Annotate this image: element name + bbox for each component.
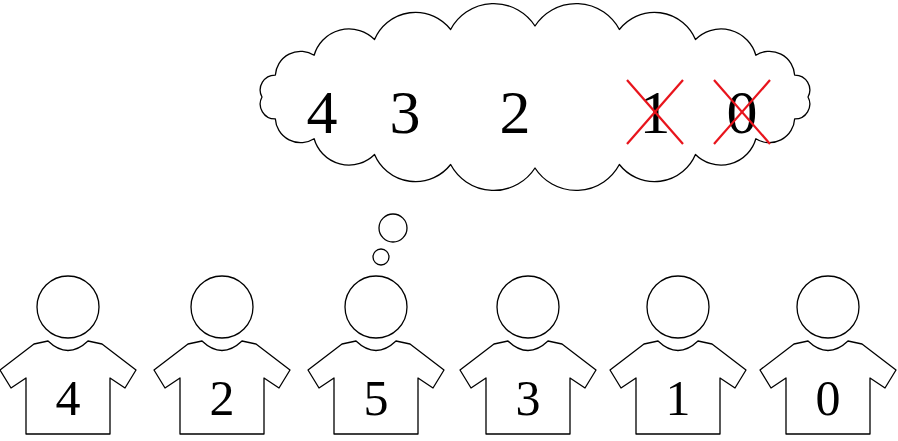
shirt-number: 3 [516,373,541,423]
shirt-number: 0 [816,373,841,423]
person-head [497,276,559,338]
t-shirt: 2 [152,338,292,436]
thought-number: 1 [640,81,671,143]
strike-cross [627,80,683,144]
thought-bubble [373,249,389,265]
shirt-outline [760,341,896,434]
t-shirt: 4 [0,338,138,436]
thought-number: 3 [390,81,421,143]
t-shirt: 0 [758,338,898,436]
person-head [191,276,253,338]
person-head [797,276,859,338]
shirt-number: 5 [364,373,389,423]
strike-cross [714,80,770,144]
thought-number: 4 [307,81,338,143]
shirt-outline [308,341,444,434]
person-head [37,276,99,338]
thought-cloud: 43 2 10 [238,4,832,190]
shirt-number: 4 [56,373,81,423]
shirt-outline [460,341,596,434]
person-head [345,276,407,338]
shirt-outline [154,341,290,434]
shirt-outline [0,341,136,434]
strike-cross [714,80,770,144]
thought-bubble [379,214,407,242]
shirt-outline [610,341,746,434]
t-shirt: 1 [608,338,748,436]
cloud-outline [260,4,810,191]
t-shirt: 5 [306,338,446,436]
shirt-number: 1 [666,373,691,423]
shirt-number: 2 [210,373,235,423]
t-shirt: 3 [458,338,598,436]
person-head [647,276,709,338]
thought-number: 0 [727,81,758,143]
thought-number: 2 [500,81,531,143]
strike-cross [627,80,683,144]
